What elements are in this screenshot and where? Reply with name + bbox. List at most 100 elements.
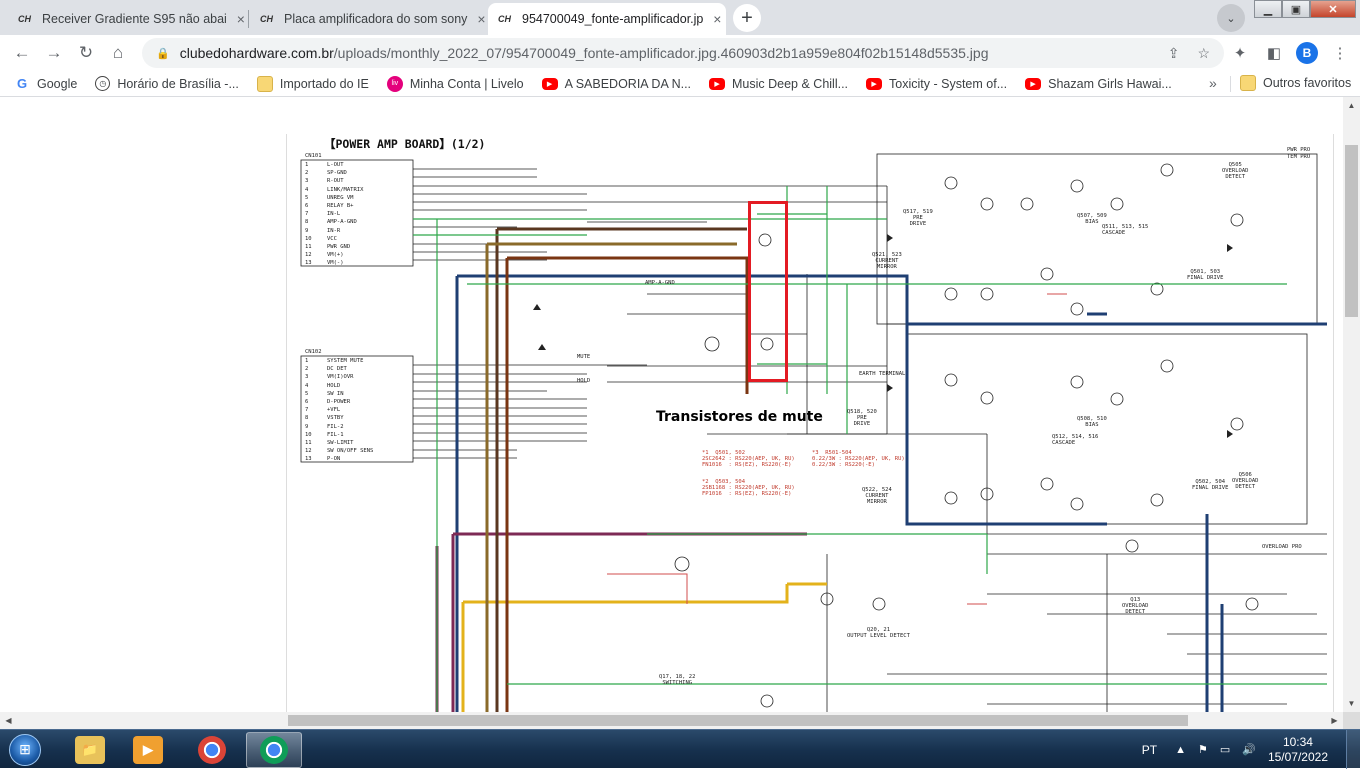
connector-pin-label: DC DET: [327, 366, 347, 373]
vertical-scrollbar[interactable]: ▲ ▼: [1343, 97, 1360, 712]
clube-do-hardware-icon: CH: [18, 14, 31, 24]
close-icon[interactable]: ×: [236, 11, 245, 27]
scroll-right-arrow-icon[interactable]: ▶: [1331, 716, 1338, 725]
bookmark-label: Outros favoritos: [1263, 76, 1352, 90]
connector-pin-label: D-POWER: [327, 399, 351, 405]
show-desktop-button[interactable]: [1346, 730, 1360, 769]
tab-placa-amplificadora[interactable]: CH Placa amplificadora do som sony ×: [250, 3, 488, 35]
connector-pin-label: VM(-): [327, 260, 344, 267]
scroll-down-arrow-icon[interactable]: ▼: [1347, 699, 1356, 708]
bookmark-horario[interactable]: ◷Horário de Brasília -...: [95, 76, 239, 91]
taskbar-chrome-profile[interactable]: [246, 732, 302, 768]
tab-receiver-gradiente[interactable]: CH Receiver Gradiente S95 não abai ×: [8, 3, 246, 35]
profile-avatar[interactable]: B: [1296, 42, 1318, 64]
address-bar[interactable]: 🔒 clubedohardware.com.br/uploads/monthly…: [142, 38, 1224, 68]
tab-fonte-amplificador[interactable]: CH 954700049_fonte-amplificador.jp ×: [488, 3, 726, 35]
media-player-icon: ▶: [133, 736, 163, 764]
close-icon[interactable]: ×: [477, 11, 486, 27]
forward-button[interactable]: →: [45, 43, 63, 62]
reload-button[interactable]: ↻: [78, 43, 94, 62]
new-tab-button[interactable]: +: [733, 4, 761, 32]
connector-pin-number: 4: [305, 186, 309, 193]
connector-pin-number: 8: [305, 219, 309, 226]
share-icon[interactable]: ⇪: [1167, 45, 1180, 61]
q506-label: Q506 OVERLOAD DETECT: [1232, 472, 1259, 490]
connector-pin-number: 6: [305, 203, 309, 209]
connector-pin-number: 3: [305, 178, 309, 185]
folder-icon: [256, 75, 273, 92]
scroll-up-arrow-icon[interactable]: ▲: [1347, 101, 1356, 110]
bookmark-toxicity[interactable]: ▶Toxicity - System of...: [866, 77, 1007, 91]
language-indicator[interactable]: PT: [1141, 742, 1158, 757]
url-path: /uploads/monthly_2022_07/954700049_fonte…: [333, 45, 989, 61]
connector-pin-label: VM(+): [327, 252, 344, 259]
connector-pin-label: P-ON: [327, 456, 341, 463]
earth-terminal-label: EARTH TERMINAL: [859, 371, 906, 377]
horizontal-scroll-thumb[interactable]: [288, 715, 1188, 726]
connector-pin-number: 10: [305, 431, 312, 438]
lock-icon[interactable]: 🔒: [156, 47, 170, 60]
connector-pin-label: IN-L: [327, 211, 341, 218]
clock-time: 10:34: [1282, 734, 1313, 749]
taskbar-media-player[interactable]: ▶: [120, 732, 176, 768]
side-panel-icon[interactable]: ◧: [1266, 45, 1282, 62]
horizontal-scrollbar[interactable]: ◀ ▶: [0, 712, 1343, 729]
q20-label: Q20, 21 OUTPUT LEVEL DETECT: [847, 627, 910, 639]
system-clock[interactable]: 10:34 15/07/2022: [1268, 735, 1328, 765]
volume-icon[interactable]: 🔊: [1242, 744, 1256, 756]
network-icon[interactable]: ▭: [1219, 744, 1231, 756]
connector-pin-number: 12: [305, 448, 312, 455]
bookmark-importado-ie[interactable]: Importado do IE: [256, 75, 369, 92]
connector-pin-number: 11: [305, 244, 312, 250]
extensions-icon[interactable]: ✦: [1233, 45, 1247, 62]
show-hidden-icons-icon[interactable]: ▲: [1175, 743, 1186, 756]
back-button[interactable]: ←: [13, 43, 31, 62]
bookmark-shazam[interactable]: ▶Shazam Girls Hawai...: [1025, 77, 1172, 91]
minimize-button[interactable]: ▁: [1254, 0, 1282, 18]
q508-label: Q508, 510 BIAS: [1077, 416, 1107, 428]
connector-pin-label: HOLD: [327, 382, 341, 389]
browser-toolbar: ← → ↻ ⌂ 🔒 clubedohardware.com.br/uploads…: [0, 35, 1360, 71]
bookmarks-overflow-button[interactable]: »: [1209, 75, 1217, 91]
bookmark-google[interactable]: G Google: [14, 76, 77, 92]
note-2: *2 Q503, 504 2SB1168 : RS220(AEP, UK, RU…: [702, 479, 795, 497]
note-1: *1 Q501, 502 2SC2642 : RS220(AEP, UK, RU…: [702, 450, 795, 468]
close-icon[interactable]: ×: [713, 11, 722, 27]
connector-pin-label: SYSTEM MUTE: [327, 358, 364, 364]
connector-pin-number: 5: [305, 390, 309, 397]
bookmark-other-favorites[interactable]: Outros favoritos: [1240, 75, 1351, 91]
tab-divider: [248, 10, 249, 28]
start-button[interactable]: ⊞: [4, 730, 46, 769]
q17-label: Q17, 18, 22 SWITCHING: [659, 674, 696, 686]
tem-pro-label: TEM PRO: [1287, 154, 1311, 160]
action-center-flag-icon[interactable]: ⚑: [1197, 744, 1208, 756]
connector-pin-number: 3: [305, 374, 309, 381]
close-window-button[interactable]: ✕: [1310, 0, 1356, 18]
bookmark-label: Google: [37, 76, 78, 91]
connector-pin-number: 4: [305, 382, 309, 389]
connector-pin-number: 9: [305, 227, 309, 234]
cn102-label: CN102: [305, 349, 322, 355]
url-domain: clubedohardware.com.br: [179, 45, 334, 61]
q511-label: Q511, 513, 515 CASCADE: [1102, 224, 1149, 236]
tab-search-button[interactable]: ⌄: [1217, 4, 1245, 32]
connector-pin-label: VM(I)OVR: [327, 374, 354, 381]
taskbar-explorer[interactable]: 📁: [62, 732, 118, 768]
connector-pin-label: L-OUT: [327, 162, 344, 168]
bookmark-star-icon[interactable]: ☆: [1197, 45, 1210, 61]
taskbar-chrome[interactable]: [184, 732, 240, 768]
vertical-scroll-thumb[interactable]: [1345, 145, 1358, 317]
bookmark-sabedoria[interactable]: ▶A SABEDORIA DA N...: [541, 77, 691, 91]
home-button[interactable]: ⌂: [112, 43, 124, 62]
scrollbar-corner: [1343, 712, 1360, 729]
bookmark-music-deep[interactable]: ▶Music Deep & Chill...: [709, 77, 848, 91]
menu-kebab-icon[interactable]: ⋮: [1332, 45, 1348, 62]
connector-pin-number: 13: [305, 456, 312, 463]
youtube-icon: ▶: [541, 77, 558, 90]
maximize-button[interactable]: ▣: [1282, 0, 1310, 18]
scroll-left-arrow-icon[interactable]: ◀: [5, 716, 12, 725]
google-icon: G: [16, 76, 28, 91]
